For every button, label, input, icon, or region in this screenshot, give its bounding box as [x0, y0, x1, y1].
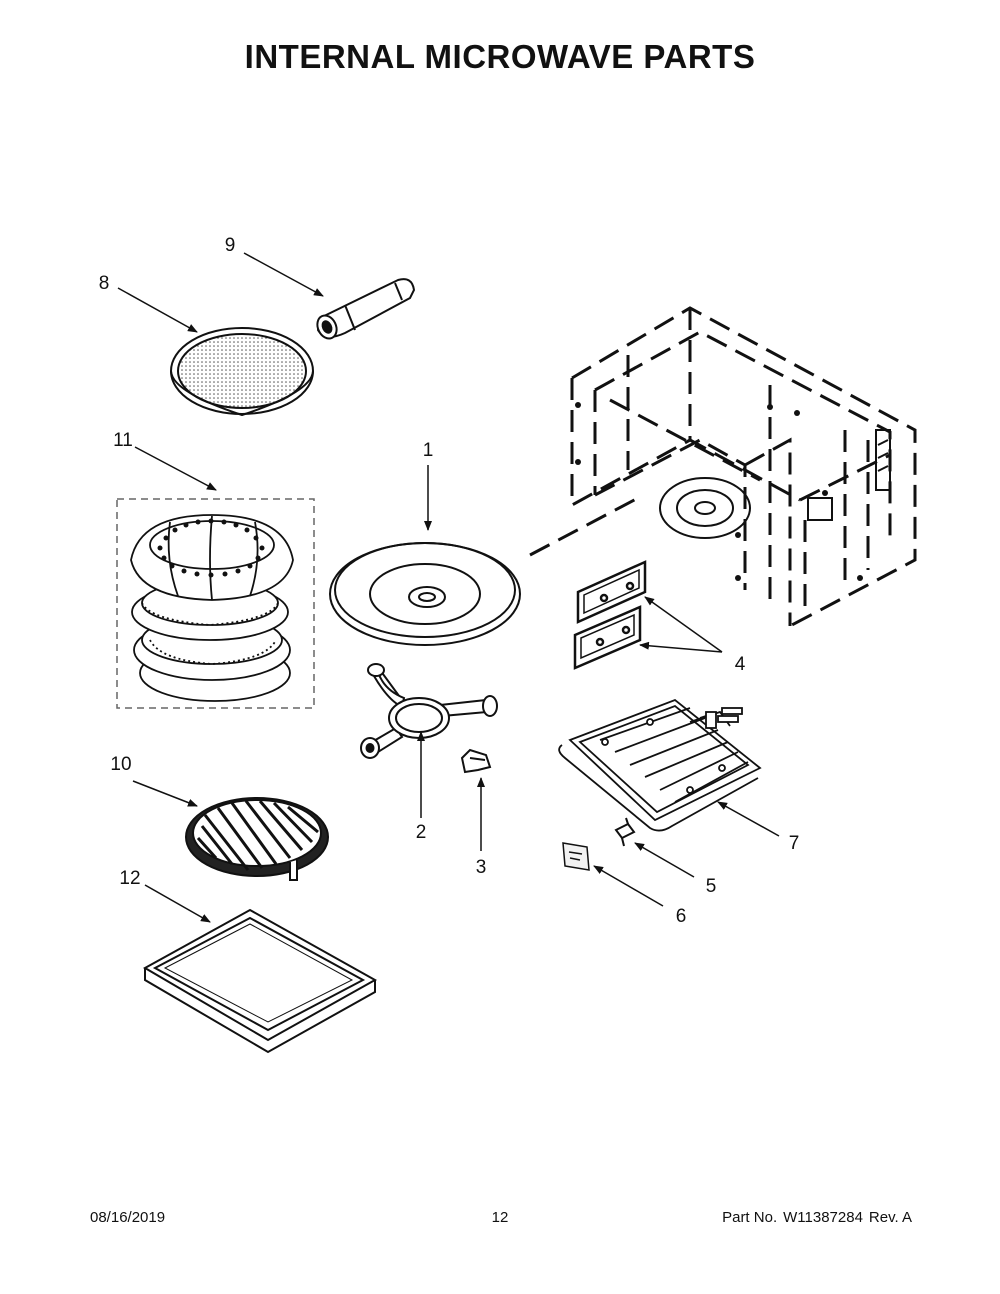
leader-lines: [117, 252, 780, 923]
callout-10: 10: [110, 754, 131, 775]
roller-support: [360, 663, 498, 759]
callout-6: 6: [676, 906, 687, 927]
steamer-set: [130, 514, 294, 702]
callout-3: 3: [476, 857, 487, 878]
callout-11: 11: [113, 430, 133, 451]
label-plate: [562, 842, 590, 871]
steamer-set-box: [116, 498, 315, 709]
bracket-part: [614, 817, 636, 847]
heating-element-terminals: [601, 707, 743, 794]
crisper-tray: [170, 327, 314, 417]
revision: Rev. A: [868, 1209, 912, 1226]
callout-8: 8: [99, 273, 110, 294]
baking-tray: [142, 908, 378, 1054]
callout-12: 12: [119, 868, 140, 889]
callout-4: 4: [735, 654, 746, 675]
heating-element: [558, 698, 762, 832]
callout-5: 5: [706, 876, 717, 897]
page-title: INTERNAL MICROWAVE PARTS: [244, 38, 756, 75]
part-number-label: Part No.: [722, 1209, 778, 1226]
callout-1: 1: [423, 440, 434, 461]
footer-date: 08/16/2019: [90, 1209, 166, 1226]
callout-2: 2: [416, 822, 427, 843]
steamer-lid-vents: [157, 518, 265, 578]
part-number: W11387284: [783, 1209, 863, 1226]
crisper-handle: [316, 278, 416, 340]
cavity-details: [659, 429, 891, 539]
clip-part: [460, 748, 492, 774]
footer-page-number: 12: [491, 1209, 509, 1226]
grill-rack: [185, 797, 329, 881]
callout-7: 7: [789, 833, 800, 854]
turntable: [329, 542, 521, 646]
cavity-screws: [575, 402, 863, 581]
waveguide-cover-lower: [573, 605, 642, 670]
callout-9: 9: [225, 235, 236, 256]
waveguide-cover-upper: [576, 560, 647, 624]
footer-part-info: Part No. W11387284 Rev. A: [716, 1209, 912, 1226]
